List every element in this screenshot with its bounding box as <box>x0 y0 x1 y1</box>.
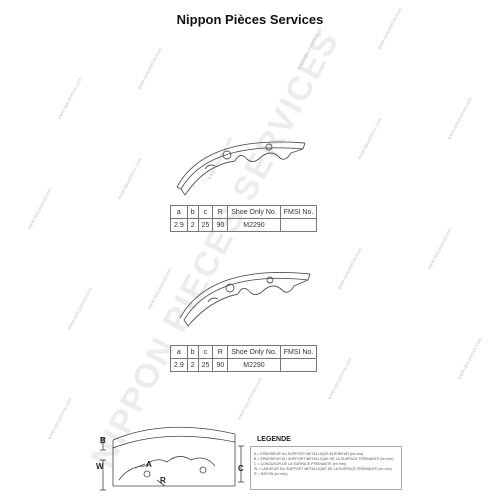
value-cell <box>279 218 318 232</box>
dim-label-w: W <box>96 462 104 471</box>
watermark-small-text: www.nps-pieces.com <box>426 227 453 271</box>
dim-label-a: A <box>146 460 152 469</box>
spec-table-value-row: 2.9 2 25 90 M2290 <box>170 358 318 372</box>
spec-table-header-row: a b c R Shoe Only No. FMSI No. <box>170 345 318 359</box>
spec-table-1: a b c R Shoe Only No. FMSI No. 2.9 2 25 … <box>170 205 318 232</box>
value-cell: 90 <box>212 218 229 232</box>
watermark-small-text: www.nps-pieces.com <box>456 337 483 381</box>
legend-list: A = EPAISSEUR DU SUPPORT METALLIQUE INTE… <box>254 452 394 477</box>
watermark-small-text: www.nps-pieces.com <box>446 97 473 141</box>
watermark-small-text: www.nps-pieces.com <box>136 47 163 91</box>
watermark-small-text: www.nps-pieces.com <box>116 157 143 201</box>
dim-label-b: B <box>100 436 106 445</box>
watermark-small-text: www.nps-pieces.com <box>236 377 263 421</box>
spec-table-value-row: 2.9 2 25 90 M2290 <box>170 218 318 232</box>
header-cell: Shoe Only No. <box>227 205 281 219</box>
legend-item: W = LARGEUR DU SUPPORT METALLIQUE DE LA … <box>254 467 392 471</box>
header-cell: a <box>170 205 188 219</box>
watermark-small-text: www.nps-pieces.com <box>326 357 353 401</box>
watermark-small-text: www.nps-pieces.com <box>26 187 53 231</box>
watermark-small-text: www.nps-pieces.com <box>66 287 93 331</box>
dim-label-c: C <box>238 464 244 473</box>
legend-item: A = EPAISSEUR DU SUPPORT METALLIQUE INTE… <box>254 452 364 456</box>
header-cell: FMSI No. <box>279 345 318 359</box>
watermark-small-text: www.nps-pieces.com <box>46 397 73 441</box>
value-cell: 25 <box>197 218 214 232</box>
watermark-big-text: NIPPON PIECES SERVICES <box>84 24 347 474</box>
legend-item: B = EPAISSEUR DU SUPPORT METALLIQUE DE L… <box>254 457 394 461</box>
header-cell: R <box>212 345 229 359</box>
watermark-small-text: www.nps-pieces.com <box>336 247 363 291</box>
spec-table-2: a b c R Shoe Only No. FMSI No. 2.9 2 25 … <box>170 345 318 372</box>
header-cell: a <box>170 345 188 359</box>
watermark-small-text: www.nps-pieces.com <box>56 77 83 121</box>
brake-shoe-drawing-2 <box>179 271 311 327</box>
value-cell: 2.9 <box>170 358 188 372</box>
value-cell: 2 <box>186 358 199 372</box>
legend-box <box>250 446 402 490</box>
header-cell: b <box>186 345 199 359</box>
value-cell: 90 <box>212 358 229 372</box>
header-cell: R <box>212 205 229 219</box>
value-cell <box>279 358 318 372</box>
header-cell: Shoe Only No. <box>227 345 281 359</box>
value-cell: 25 <box>197 358 214 372</box>
header-cell: FMSI No. <box>279 205 318 219</box>
legend-title: LEGENDE <box>257 436 291 443</box>
header-cell: c <box>197 345 214 359</box>
dim-label-r: R <box>160 476 166 485</box>
watermark-small-text: www.nps-pieces.com <box>296 27 323 71</box>
spec-table-header-row: a b c R Shoe Only No. FMSI No. <box>170 205 318 219</box>
header-cell: c <box>197 205 214 219</box>
legend-item: C = LONGUEUR DE LA SURFACE FREINANTE (en… <box>254 462 346 466</box>
page-title: Nippon Pièces Services <box>176 12 324 27</box>
header-cell: b <box>186 205 199 219</box>
watermark-small-text: www.nps-pieces.com <box>356 117 383 161</box>
brake-shoe-drawing-1 <box>176 141 306 196</box>
value-cell: 2 <box>186 218 199 232</box>
value-cell: M2290 <box>227 218 281 232</box>
dimension-diagram <box>100 426 244 491</box>
value-cell: 2.9 <box>170 218 188 232</box>
value-cell: M2290 <box>227 358 281 372</box>
legend-item: R = RAYON (en mm) <box>254 472 288 476</box>
